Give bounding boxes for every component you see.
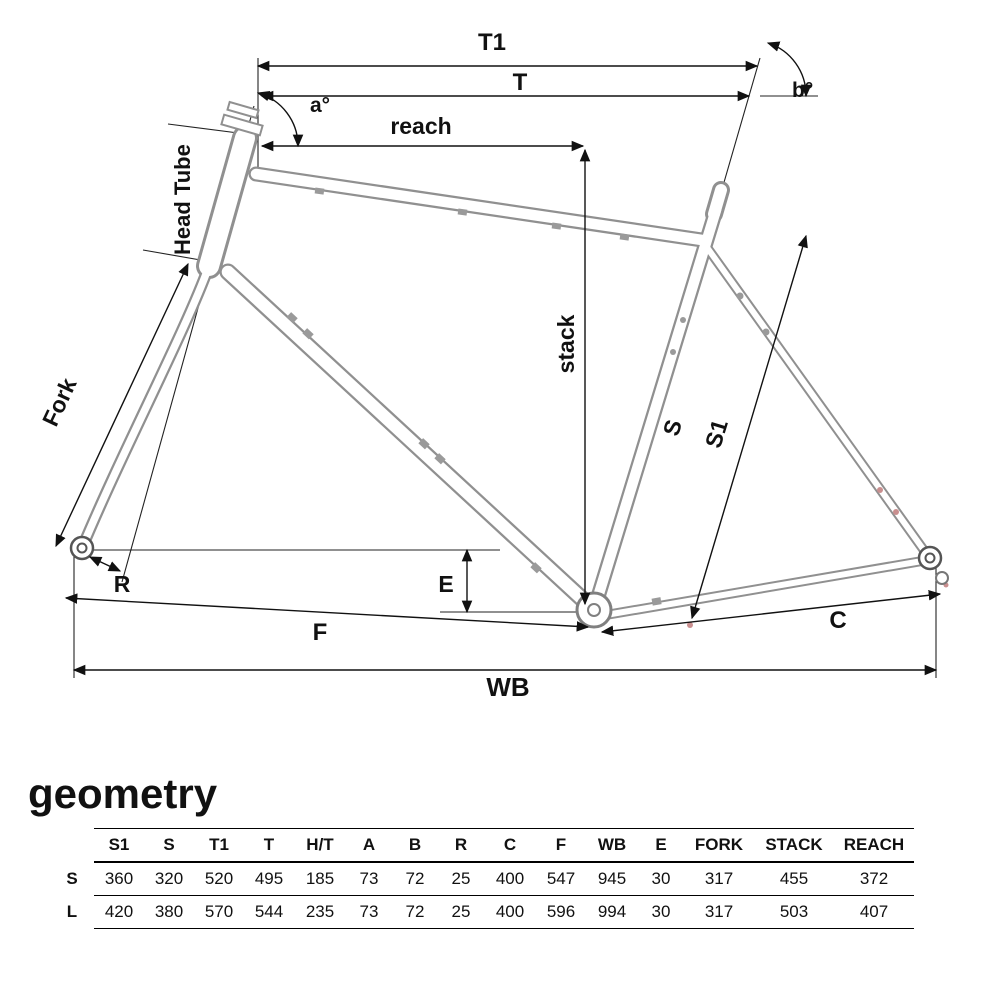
value-cell: 30	[638, 895, 684, 929]
value-cell: 320	[144, 862, 194, 896]
bottom-bracket	[575, 591, 613, 629]
label-t1: T1	[478, 29, 506, 56]
header-cell: T1	[194, 828, 244, 863]
label-reach: reach	[390, 113, 451, 139]
value-cell: 372	[834, 862, 914, 896]
value-cell: 73	[346, 895, 392, 929]
geometry-diagram-svg: T1 T a° b° reach Head Tube Fork stack S …	[37, 29, 949, 702]
label-f: F	[313, 619, 328, 646]
value-cell: 455	[754, 862, 834, 896]
geometry-section: geometry S1 S T1 T H/T A B R	[0, 760, 1000, 929]
rear-hub	[917, 545, 949, 585]
header-cell: A	[346, 828, 392, 863]
value-cell: 400	[484, 895, 536, 929]
label-fork: Fork	[37, 374, 82, 430]
label-b-angle: b°	[792, 79, 813, 102]
value-cell: 520	[194, 862, 244, 896]
value-cell: 547	[536, 862, 586, 896]
header-cell: FORK	[684, 828, 754, 863]
accent-dots	[687, 487, 949, 628]
row-label: S	[66, 868, 78, 888]
value-cell: 380	[144, 895, 194, 929]
value-cell: 317	[684, 895, 754, 929]
header-cell: S	[144, 828, 194, 863]
value-cell: 400	[484, 862, 536, 896]
value-cell: 360	[94, 862, 144, 896]
headset-spacers	[220, 100, 264, 137]
value-cell: 73	[346, 862, 392, 896]
label-wb: WB	[486, 672, 529, 702]
label-c: C	[829, 607, 846, 634]
header-cell: R	[438, 828, 484, 863]
header-cell: B	[392, 828, 438, 863]
frame-geometry-diagram: T1 T a° b° reach Head Tube Fork stack S …	[37, 29, 949, 702]
value-cell: 994	[586, 895, 638, 929]
header-row: S1 S T1 T H/T A B R C F WB E FORK STACK …	[50, 828, 914, 863]
header-cell: F	[536, 828, 586, 863]
value-cell: 570	[194, 895, 244, 929]
label-s1: S1	[700, 416, 733, 451]
label-a-angle: a°	[310, 94, 330, 117]
value-cell: 72	[392, 895, 438, 929]
value-cell: 235	[294, 895, 346, 929]
front-hub	[69, 535, 95, 561]
header-cell: H/T	[294, 828, 346, 863]
header-cell: WB	[586, 828, 638, 863]
value-cell: 495	[244, 862, 294, 896]
header-cell: STACK	[754, 828, 834, 863]
geometry-table: S1 S T1 T H/T A B R C F WB E FORK STACK …	[50, 828, 914, 929]
label-t: T	[513, 69, 528, 96]
header-cell: REACH	[834, 828, 914, 863]
value-cell: 407	[834, 895, 914, 929]
label-head-tube: Head Tube	[170, 144, 195, 255]
value-cell: 945	[586, 862, 638, 896]
label-stack: stack	[553, 314, 579, 373]
dimension-lines	[55, 41, 942, 676]
header-cell: E	[638, 828, 684, 863]
table-row-l: L 420 380 570 544 235 73 72 25 400 596 9…	[50, 895, 914, 929]
label-e: E	[438, 571, 453, 597]
value-cell: 544	[244, 895, 294, 929]
value-cell: 317	[684, 862, 754, 896]
value-cell: 420	[94, 895, 144, 929]
corner-cell	[50, 829, 94, 863]
header-cell: C	[484, 828, 536, 863]
value-cell: 25	[438, 862, 484, 896]
header-cell: S1	[94, 828, 144, 863]
value-cell: 72	[392, 862, 438, 896]
value-cell: 30	[638, 862, 684, 896]
row-label: L	[66, 902, 78, 921]
section-title: geometry	[28, 770, 218, 817]
frame-inner	[78, 128, 931, 619]
value-cell: 25	[438, 895, 484, 929]
value-cell: 503	[754, 895, 834, 929]
table-row-s: S 360 320 520 495 185 73 72 25 400 547 9…	[50, 862, 914, 896]
value-cell: 185	[294, 862, 346, 896]
header-cell: T	[244, 828, 294, 863]
value-cell: 596	[536, 895, 586, 929]
label-s: S	[658, 417, 687, 439]
label-r: R	[114, 571, 131, 597]
